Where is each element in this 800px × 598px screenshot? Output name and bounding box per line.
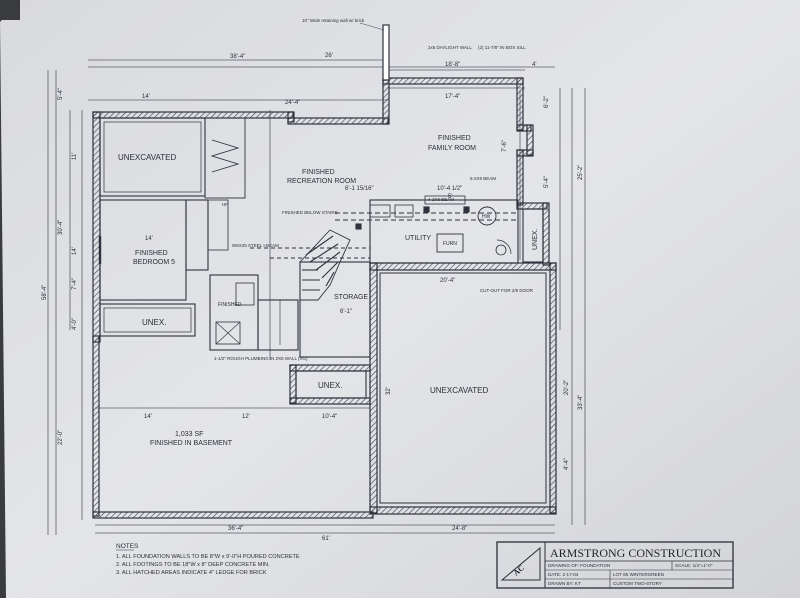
note-box-sill: (2) 11-7/8" IN BOX SILL xyxy=(478,45,526,50)
room-bedroom-finished: FINISHED xyxy=(135,250,168,257)
room-utility: UTILITY xyxy=(405,235,431,242)
dimension-labels: 38'-4" 26' 18'-8" 4' 14' 24'-4" 17'-4" 5… xyxy=(42,53,584,542)
company-name: ARMSTRONG CONSTRUCTION xyxy=(550,546,721,560)
room-family-finished: FINISHED xyxy=(438,135,471,142)
dim-left-4-0: 4'-0" xyxy=(72,318,78,330)
room-unexcavated-big: UNEXCAVATED xyxy=(430,386,488,395)
dim-bottom-24-8: 24'-8" xyxy=(452,526,467,532)
dim-left-5-4: 5'-4" xyxy=(58,88,64,100)
dim-bottom-12: 12' xyxy=(242,414,250,420)
drawing-lot: LOT 65 WINTERGREEN xyxy=(613,572,664,577)
note-below-stairs: FINISHED BELOW STAIRS xyxy=(282,210,338,215)
drawing-drawn-by: DRAWN BY: KT xyxy=(548,581,581,586)
annotations: 10" Wide retaining wall w/ brick 2x6 DAY… xyxy=(214,18,534,361)
dimension-lines xyxy=(47,59,586,535)
room-unex-left: UNEX. xyxy=(142,318,166,327)
room-family-name: FAMILY ROOM xyxy=(428,145,476,152)
note-beam-mid: 4-2X8 BEAM xyxy=(428,197,454,202)
note-hf: HF xyxy=(222,202,228,207)
notes-heading: NOTES xyxy=(116,543,139,550)
room-storage: STORAGE xyxy=(334,294,368,301)
dim-bottom-61: 61' xyxy=(322,536,330,542)
dim-right-6-2: 6'-2" xyxy=(544,96,550,108)
dim-mid-20-4: 20'-4" xyxy=(440,278,455,284)
drawing-scale: SCALE: 1/4"=1'-0" xyxy=(675,563,713,568)
dim-top-26: 26' xyxy=(325,53,333,59)
dim-right-5-4: 5'-4" xyxy=(544,176,550,188)
drawing-title: DRAWING OF: FOUNDATION xyxy=(548,563,610,568)
dim-mid-6-1: 6'-1" xyxy=(340,309,352,315)
dim-mid-32: 32' xyxy=(386,387,392,395)
dim-top-14: 14' xyxy=(142,94,150,100)
note-retaining-wall: 10" Wide retaining wall w/ brick xyxy=(302,18,365,23)
room-rec-name: RECREATION ROOM xyxy=(287,178,356,185)
hot-water-label: HW xyxy=(482,214,491,220)
dim-top-4: 4' xyxy=(532,62,536,68)
basement-square-footage: 1,033 SF xyxy=(175,431,203,438)
dim-left-14: 14' xyxy=(72,247,78,255)
dim-bottom-14: 14' xyxy=(144,414,152,420)
dim-left-22-0: 22'-0" xyxy=(58,430,64,445)
room-rec-finished: FINISHED xyxy=(302,169,335,176)
dim-right-7-6: 7'-6" xyxy=(502,140,508,152)
interior-partitions xyxy=(98,117,544,399)
drawing-date: DATE: 2-17-04 xyxy=(548,572,579,577)
dim-mid-10-4: 10'-4" xyxy=(322,414,337,420)
room-bedroom-name: BEDROOM 5 xyxy=(133,259,175,266)
dim-left-7-4: 7'-4" xyxy=(72,278,78,290)
general-notes: NOTES 1. ALL FOUNDATION WALLS TO BE 8"W … xyxy=(116,543,300,576)
dim-right-25-2: 25'-2" xyxy=(578,165,584,180)
dim-bottom-36-4: 36'-4" xyxy=(228,526,243,532)
dim-mid-14: 14' xyxy=(145,236,153,242)
room-unex-right: UNEX. xyxy=(532,229,539,250)
foundation-walls xyxy=(92,24,557,519)
furnace-label: FURN xyxy=(443,241,457,247)
room-labels: UNEXCAVATED FINISHED FAMILY ROOM FINISHE… xyxy=(118,135,539,447)
dim-mid-6-1-15-16: 6'-1 15/16" xyxy=(345,186,374,192)
dim-top-24-4: 24'-4" xyxy=(285,100,300,106)
dim-right-20-2: 20'-2" xyxy=(564,380,570,395)
room-unex-mid: UNEX. xyxy=(318,381,342,390)
drawing-style: CUSTOM TWO-STORY xyxy=(613,581,662,586)
note-beam-top: 6-2X8 BEAM xyxy=(470,176,496,181)
dim-right-33-4: 33'-4" xyxy=(578,395,584,410)
notes-line-2: 2. ALL FOOTINGS TO BE 18"W x 8" DEEP CON… xyxy=(116,562,270,568)
note-rough-plumbing: 1-1/2" ROUGH PLUMBING IN 2X6 WALL (VG) xyxy=(214,356,308,361)
notes-line-1: 1. ALL FOUNDATION WALLS TO BE 8"W x 9'-0… xyxy=(116,554,300,560)
dim-top-overall: 38'-4" xyxy=(230,54,245,60)
note-daylight-wall: 2x6 DAYLIGHT WALL xyxy=(428,45,472,50)
notes-line-3: 3. ALL HATCHED AREAS INDICATE 4" LEDGE F… xyxy=(116,570,267,576)
dim-top-18-8: 18'-8" xyxy=(445,62,460,68)
basement-finished-label: FINISHED IN BASEMENT xyxy=(150,440,233,447)
title-block: AC ARMSTRONG CONSTRUCTION DRAWING OF: FO… xyxy=(496,541,734,589)
dim-left-30-4: 30'-4" xyxy=(58,220,64,235)
room-unexcavated-top-left: UNEXCAVATED xyxy=(118,153,176,162)
dim-right-4-4: 4'-4" xyxy=(564,458,570,470)
room-bath-finished: FINISHED xyxy=(218,302,242,308)
dim-mid-10-4-1-2: 10'-4 1/2" xyxy=(437,186,462,192)
dim-mid-5: 5' xyxy=(448,194,452,200)
dim-top-17-4: 17'-4" xyxy=(445,94,460,100)
dim-left-11: 11' xyxy=(72,153,78,160)
dim-left-58-4: 58'-4" xyxy=(42,285,48,300)
note-steel-beam: W6X25 STEEL I-BEAM xyxy=(232,243,279,248)
note-cut-out: CUT-OUT FOR 2/8 DOOR xyxy=(480,288,534,293)
